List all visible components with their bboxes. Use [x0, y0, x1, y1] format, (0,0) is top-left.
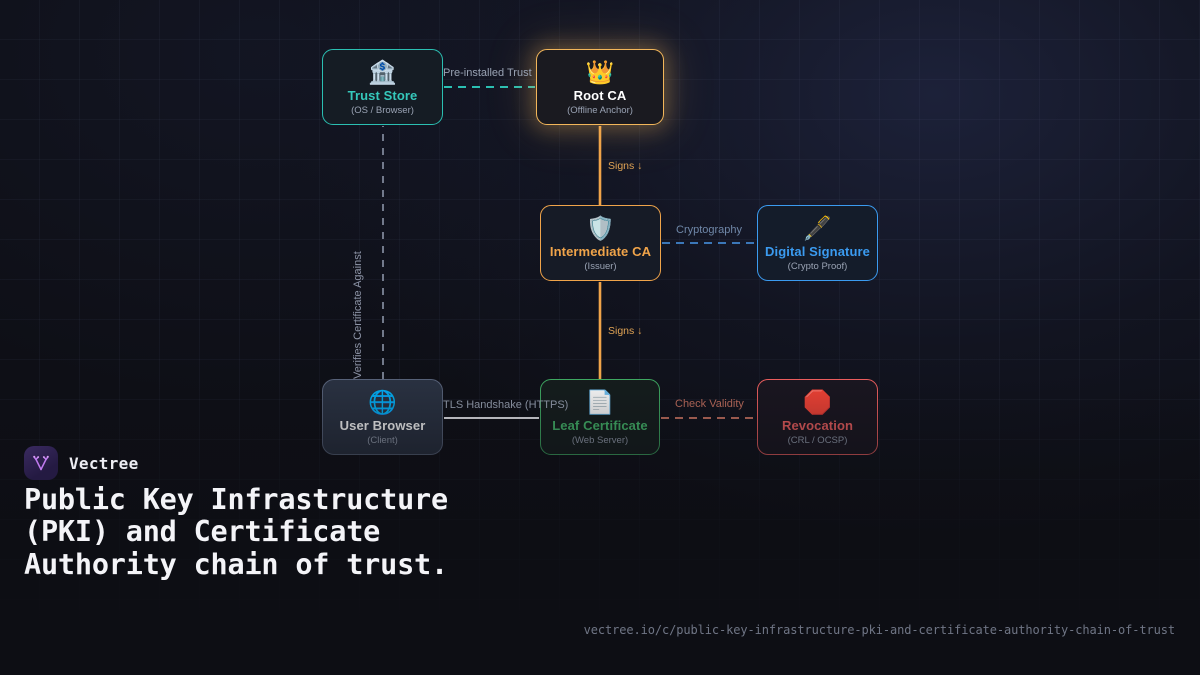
node-subtitle: (Offline Anchor): [567, 104, 633, 116]
fountain-pen-icon: 🖋️: [803, 214, 832, 241]
node-intermediate-ca[interactable]: 🛡️ Intermediate CA (Issuer): [540, 205, 661, 281]
edge-label-signs-intermediate: Signs ↓: [608, 325, 643, 337]
node-subtitle: (Issuer): [584, 260, 617, 272]
edge-label-verifies-certificate-against: Verifies Certificate Against: [352, 251, 364, 379]
vectree-v-tree-logo-icon: [24, 446, 58, 480]
page-title: Public Key Infrastructure (PKI) and Cert…: [24, 483, 448, 581]
node-subtitle: (OS / Browser): [351, 104, 414, 116]
node-root-ca[interactable]: 👑 Root CA (Offline Anchor): [536, 49, 664, 125]
node-digital-signature[interactable]: 🖋️ Digital Signature (Crypto Proof): [757, 205, 878, 281]
page-url: vectree.io/c/public-key-infrastructure-p…: [583, 623, 1175, 637]
node-title: Trust Store: [347, 87, 418, 103]
edge-label-signs-root: Signs ↓: [608, 160, 643, 172]
brand: Vectree: [24, 446, 139, 480]
bottom-fade-overlay: [0, 375, 1200, 675]
edge-label-pre-installed-trust: Pre-installed Trust: [443, 67, 532, 79]
node-title: Root CA: [573, 87, 627, 103]
shield-icon: 🛡️: [586, 214, 615, 241]
node-trust-store[interactable]: 🏦 Trust Store (OS / Browser): [322, 49, 443, 125]
node-title: Intermediate CA: [549, 243, 652, 259]
node-title: Digital Signature: [765, 243, 870, 259]
edge-label-cryptography: Cryptography: [676, 224, 743, 236]
brand-name: Vectree: [69, 453, 139, 473]
node-subtitle: (Crypto Proof): [787, 260, 848, 272]
crown-icon: 👑: [585, 58, 615, 85]
bank-classical-building-icon: 🏦: [368, 58, 397, 85]
